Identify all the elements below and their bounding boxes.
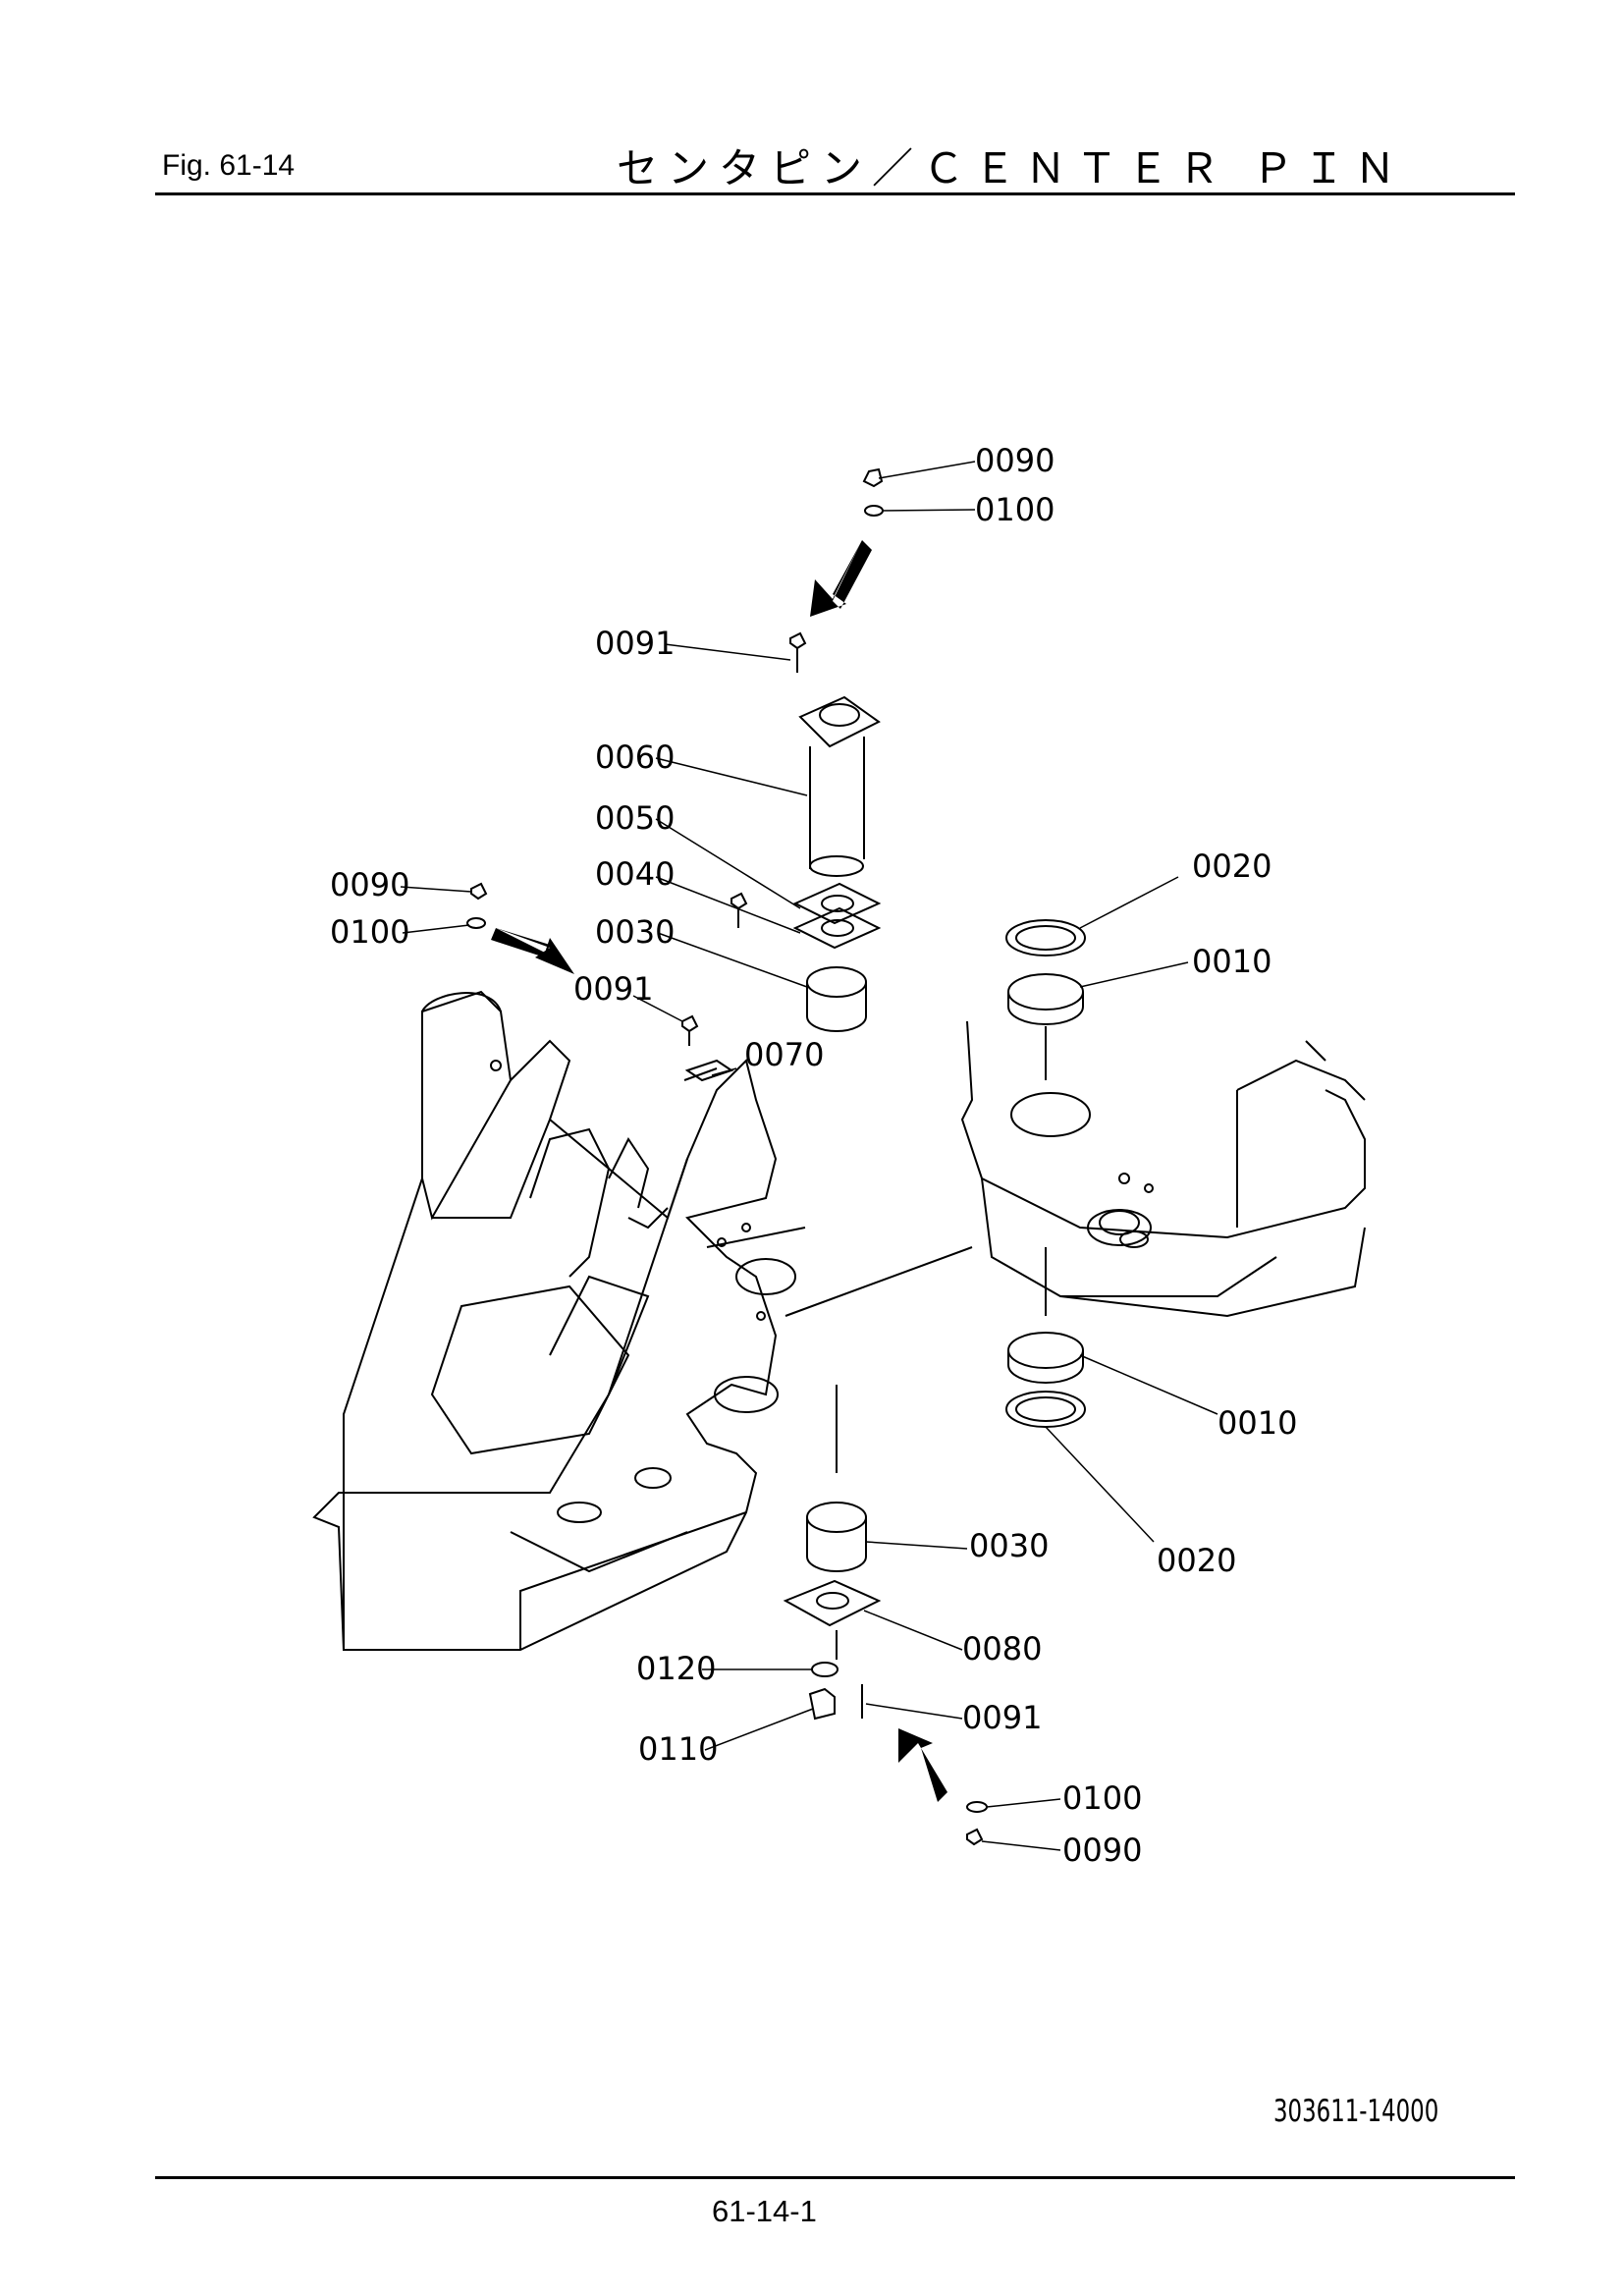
rear-frame-drawing <box>960 1020 1366 1318</box>
callout-label: 0020 <box>1192 847 1271 885</box>
callout-label: 0110 <box>638 1730 718 1768</box>
direction-arrows <box>491 540 947 1802</box>
callout-label: 0070 <box>744 1036 824 1073</box>
callout-label: 0091 <box>595 625 675 662</box>
callout-label: 0091 <box>573 970 653 1008</box>
callout-label: 0091 <box>962 1699 1042 1736</box>
callout-label: 0040 <box>595 855 675 893</box>
leader-lines <box>400 461 1218 1851</box>
callout-label: 0030 <box>595 913 675 951</box>
callout-label: 0010 <box>1192 943 1271 980</box>
callout-label: 0050 <box>595 799 675 837</box>
callout-label: 0030 <box>969 1527 1049 1564</box>
arrow-right-left <box>491 928 574 974</box>
arrow-down-top <box>810 540 872 617</box>
front-frame-drawing <box>312 990 973 1651</box>
footer-rule <box>155 2176 1515 2179</box>
callout-label: 0060 <box>595 738 675 776</box>
callout-label: 0090 <box>1062 1831 1142 1869</box>
callout-label: 0100 <box>1062 1779 1142 1817</box>
callout-label: 0080 <box>962 1630 1042 1667</box>
page-number: 61-14-1 <box>712 2194 817 2228</box>
callout-label: 0090 <box>330 866 409 903</box>
figure-label: Fig. 61-14 <box>162 149 296 182</box>
callout-label: 0100 <box>330 913 409 951</box>
bearing-assemblies <box>1005 919 1086 1428</box>
callout-label: 0020 <box>1157 1542 1236 1579</box>
callout-labels: 0090 0100 0091 0060 0050 0040 0030 0090 … <box>330 442 1297 1869</box>
callout-label: 0010 <box>1217 1404 1297 1442</box>
lower-pin-assembly <box>783 1385 882 1721</box>
arrow-up-bottom <box>898 1728 947 1802</box>
page-title: センタピン／ＣＥＮＴＥＲ ＰＩＮ <box>617 144 1406 192</box>
callout-label: 0120 <box>636 1650 716 1687</box>
drawing-number: 303611-14000 <box>1273 2094 1439 2129</box>
callout-label: 0100 <box>975 491 1055 528</box>
upper-pin-assembly <box>683 695 882 1082</box>
header-rule <box>155 192 1515 195</box>
callout-label: 0090 <box>975 442 1055 479</box>
